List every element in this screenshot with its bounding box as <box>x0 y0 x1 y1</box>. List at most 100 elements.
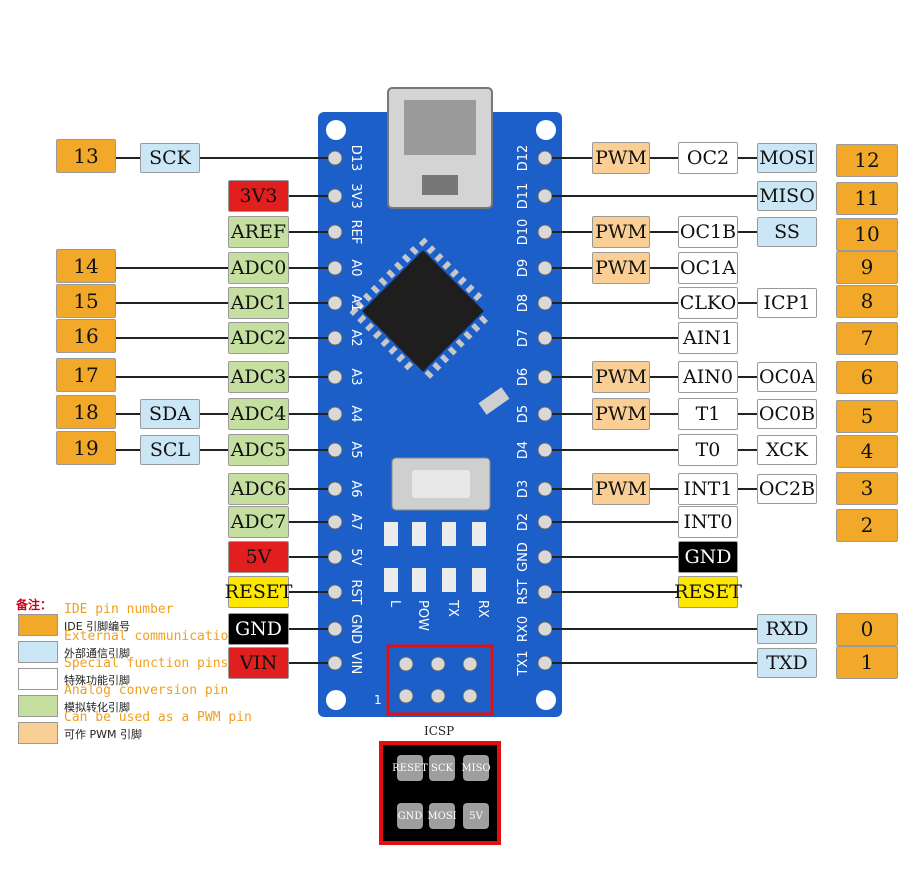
right-connector-line <box>738 413 757 415</box>
mcu-pin <box>471 323 481 333</box>
left-silk-label: A5 <box>348 441 363 458</box>
board-icsp-outline <box>386 644 494 716</box>
mcu-pin <box>478 315 489 325</box>
right-header-pin <box>537 442 553 458</box>
smd-part <box>384 522 398 546</box>
mcu-pin <box>439 354 450 364</box>
func-pin-label: ADC5 <box>228 434 289 466</box>
left-connector-line <box>200 157 328 159</box>
left-header-pin <box>327 260 343 276</box>
led-label: L <box>387 600 402 608</box>
func-pin-label: ADC2 <box>228 322 289 354</box>
ide-pin-number: 17 <box>56 358 116 392</box>
mcu-pin <box>418 237 428 247</box>
ide-pin-number: 8 <box>836 284 898 318</box>
crystal <box>478 387 510 415</box>
special-pin-label: T1 <box>678 398 738 430</box>
mcu-pin <box>449 268 460 278</box>
icsp-pad: SCK <box>429 755 455 781</box>
mcu-pin <box>365 322 375 332</box>
right-header-pin <box>537 369 553 385</box>
mcu-pin <box>434 253 444 263</box>
right-silk-label: RX0 <box>516 616 531 642</box>
left-header-pin <box>327 330 343 346</box>
left-silk-label: A2 <box>348 329 363 346</box>
special-pin-label: CLKO <box>678 287 738 319</box>
left-connector-line <box>289 413 328 415</box>
reset-button-cap <box>412 470 470 498</box>
right-connector-line <box>592 337 678 339</box>
legend-swatch <box>18 614 58 636</box>
icsp-pin-label: 5V <box>469 810 483 822</box>
right-connector-line <box>552 556 592 558</box>
led-label: POW <box>415 600 430 631</box>
right-header-pin <box>537 621 553 637</box>
pwm-pin-label: PWM <box>592 142 650 174</box>
left-connector-line <box>289 591 328 593</box>
mcu-chip <box>362 250 484 372</box>
icsp-pad: MISO <box>461 755 491 781</box>
mcu-pin <box>349 306 359 316</box>
left-silk-label: A4 <box>348 405 363 422</box>
right-connector-line <box>552 449 592 451</box>
mcu-pin <box>473 291 483 302</box>
pwm-pin-label: PWM <box>592 252 650 284</box>
left-connector-line <box>200 449 228 451</box>
ide-pin-number: 11 <box>836 181 898 215</box>
right-connector-line <box>552 591 592 593</box>
left-silk-label: 3V3 <box>348 183 363 208</box>
icsp-pad: GND <box>397 803 423 829</box>
right-header-pin <box>537 481 553 497</box>
mount-hole <box>536 690 556 710</box>
left-connector-line <box>200 157 228 159</box>
smd-part <box>472 522 486 546</box>
left-connector-line <box>289 628 328 630</box>
mcu-pin <box>388 345 398 355</box>
icsp-pin <box>430 688 446 704</box>
led <box>384 568 398 592</box>
right-connector-line <box>552 376 592 378</box>
legend-title: 备注： <box>16 598 53 612</box>
smd-part <box>442 522 456 546</box>
right-header-pin <box>537 188 553 204</box>
right-silk-label: D5 <box>516 405 531 423</box>
icsp-pad: RESET <box>392 755 428 781</box>
left-connector-line <box>289 556 328 558</box>
special-pin-label: RESET <box>674 576 742 608</box>
left-silk-label: A6 <box>348 480 363 497</box>
mcu-pin <box>426 245 436 255</box>
special-pin-label: OC0B <box>757 399 817 429</box>
left-connector-line <box>289 449 328 451</box>
left-silk-label: D13 <box>348 145 363 172</box>
func-pin-label: ADC3 <box>228 361 289 393</box>
pwm-pin-label: PWM <box>592 361 650 393</box>
mcu-pin <box>372 330 382 340</box>
pwm-pin-label: PWM <box>592 398 650 430</box>
func-pin-label: RESET <box>225 576 292 608</box>
icsp-pin <box>398 656 414 672</box>
right-connector-line <box>592 195 757 197</box>
pin1-mark: 1 <box>374 693 382 707</box>
right-connector-line <box>552 662 592 664</box>
mcu-pin <box>465 284 475 294</box>
ide-pin-number: 1 <box>836 645 898 679</box>
left-connector-line <box>289 376 328 378</box>
mcu-pin <box>386 269 396 279</box>
icsp-title: ICSP <box>424 724 455 738</box>
ide-pin-number: 9 <box>836 250 898 284</box>
comm-pin-label: SCK <box>140 143 200 173</box>
right-header-pin <box>537 260 553 276</box>
right-silk-label: D10 <box>516 219 531 246</box>
legend-english: Analog conversion pin <box>64 683 229 698</box>
led-label: RX <box>475 600 490 618</box>
led <box>442 568 456 592</box>
right-silk-label: RST <box>516 579 531 604</box>
led-label: TX <box>445 599 460 617</box>
right-connector-line <box>552 195 592 197</box>
func-pin-label: VIN <box>228 647 289 679</box>
right-header-pin <box>537 549 553 565</box>
legend-english: IDE pin number <box>64 602 174 617</box>
left-header-pin <box>327 150 343 166</box>
func-pin-label: ADC1 <box>228 287 289 319</box>
